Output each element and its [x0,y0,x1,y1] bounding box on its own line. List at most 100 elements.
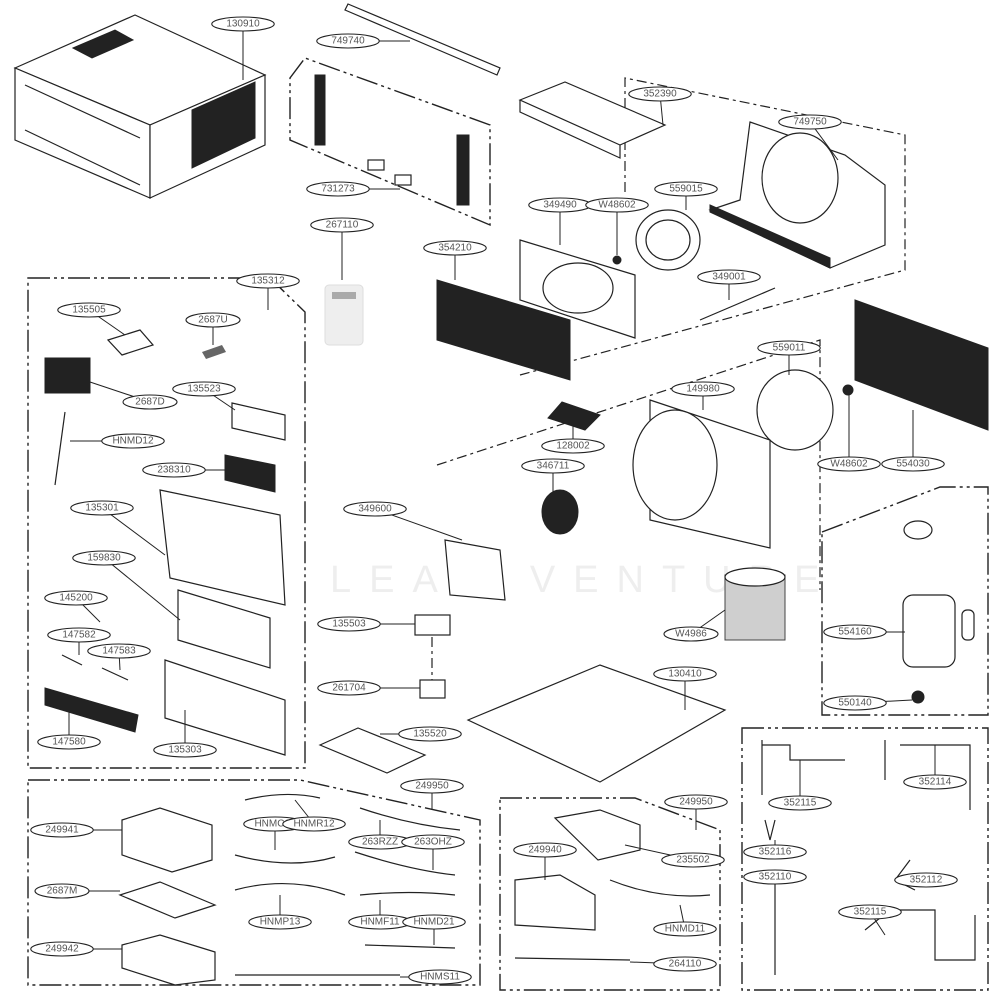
callout-130910: 130910 [211,16,275,32]
callout-135303: 135303 [153,742,217,758]
callout-bubble [142,462,206,478]
callout-bubble [757,340,821,356]
control-box-group-parts [118,793,461,986]
front-grille-group-parts [44,329,286,756]
part-number-label: 147580 [52,737,86,748]
remote-control-part [324,284,364,346]
callout-bubble [628,86,692,102]
callout-HNMR12: HNMR12 [282,816,346,832]
callout-349490: 349490 [528,197,592,213]
cabinet-part [13,14,267,199]
callout-559015: 559015 [654,181,718,197]
callout-145200: 145200 [44,590,108,606]
callout-W48602b: W48602 [817,456,881,472]
callout-bubble [823,695,887,711]
part-number-label: 550140 [838,698,872,709]
part-number-label: W4986 [675,629,707,640]
callout-346711: 346711 [521,458,585,474]
part-number-label: 145200 [59,593,93,604]
callout-2687U: 2687U [185,312,241,328]
callout-bubble [70,500,134,516]
callout-130410: 130410 [653,666,717,682]
top-rail-part [344,3,501,76]
callout-bubble [44,590,108,606]
part-number-label: 2687M [47,886,78,897]
control-box-2-group-parts [514,809,711,961]
callout-bubble [838,904,902,920]
barrier-part [708,121,886,269]
part-number-label: 135303 [168,745,202,756]
part-number-label: 346711 [537,461,570,472]
part-number-label: 147582 [62,630,96,641]
callout-135503: 135503 [317,616,381,632]
callout-bubble [743,869,807,885]
group-control-box-boundary [27,779,481,986]
part-number-label: 135505 [72,305,106,316]
callout-147582: 147582 [47,627,111,643]
part-number-label: HNMC13 [254,819,296,830]
callout-bubble [402,914,466,930]
part-number-label: 352116 [759,847,792,858]
callout-bubble [153,742,217,758]
callout-bubble [768,795,832,811]
part-number-label: 263RZZ [362,837,398,848]
callout-bubble [664,794,728,810]
callout-bubble [306,181,370,197]
callout-HNMD12: HNMD12 [101,433,165,449]
part-number-label: 749740 [331,36,365,47]
part-number-label: 267110 [326,220,359,231]
part-number-label: HNMP13 [260,917,301,928]
callout-bubble [30,822,94,838]
callout-263OHZ: 263OHZ [401,834,465,850]
callout-352115b: 352115 [838,904,902,920]
nut-part [612,255,622,265]
callout-bubble [541,438,605,454]
callout-bubble [521,458,585,474]
callout-128002: 128002 [541,438,605,454]
callout-235502: 235502 [661,852,725,868]
part-number-label: 249940 [528,845,562,856]
part-number-label: 264110 [669,959,702,970]
part-number-label: 352390 [643,89,677,100]
part-number-label: 235502 [676,855,710,866]
callout-352110: 352110 [743,869,807,885]
callout-bubble [34,883,90,899]
callout-261704: 261704 [317,680,381,696]
callout-2687M: 2687M [34,883,90,899]
leader-line-135301 [101,507,166,556]
callout-135523: 135523 [172,381,236,397]
callout-labels: 1309107497407312733523907497505590153494… [30,16,967,985]
callout-bubble [316,33,380,49]
callout-2687D: 2687D [122,394,178,410]
callout-bubble [30,941,94,957]
callout-147580: 147580 [37,734,101,750]
callout-W4986: W4986 [663,626,719,642]
callout-147583: 147583 [87,643,151,659]
shaft-part [699,287,776,321]
compressor-part [902,594,956,668]
part-number-label: 559011 [773,343,806,354]
part-number-label: 352110 [759,872,792,883]
callout-bubble [585,197,649,213]
callout-bubble [401,834,465,850]
part-number-label: 349001 [712,272,746,283]
part-number-label: HNMD21 [413,917,455,928]
side-curtain-parts [314,74,470,206]
group-side-curtain-boundary [289,57,491,227]
callout-559011: 559011 [757,340,821,356]
part-number-label: HNMF11 [360,917,400,928]
callout-bubble [101,433,165,449]
capacitor-part [419,679,446,699]
callout-bubble [881,456,945,472]
part-number-label: 135503 [332,619,366,630]
outdoor-fan-parts [444,299,989,601]
callout-352112: 352112 [894,872,958,888]
part-number-label: 249942 [45,944,79,955]
callout-159830: 159830 [72,550,136,566]
callout-550140: 550140 [823,695,887,711]
callout-249942: 249942 [30,941,94,957]
callout-HNMF11: HNMF11 [348,914,412,930]
part-number-label: 147583 [102,646,136,657]
callout-bubble [72,550,136,566]
